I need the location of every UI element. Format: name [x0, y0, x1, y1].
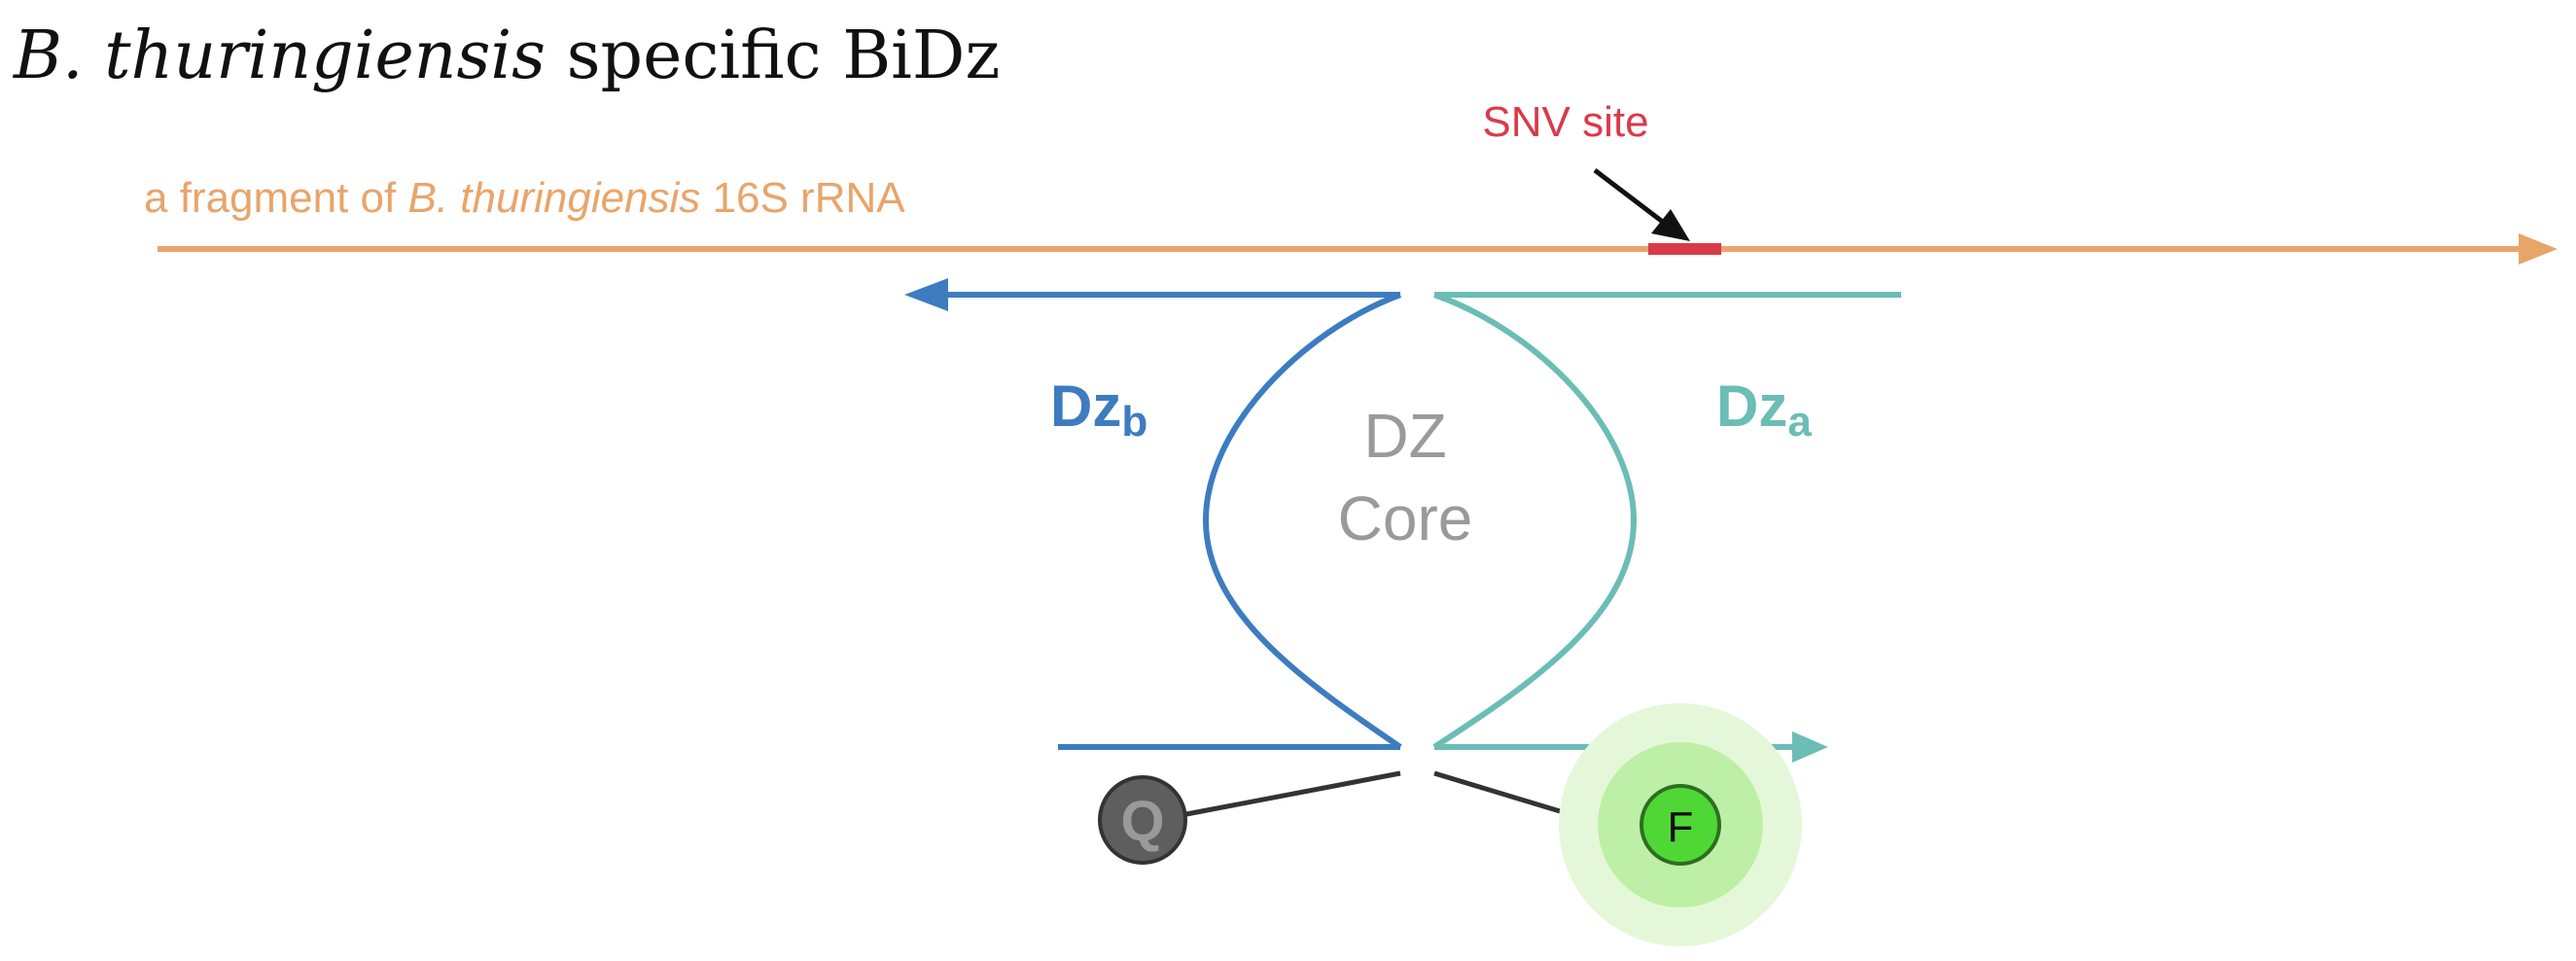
fluorophore-circle — [1640, 784, 1721, 866]
figure-title: B. thuringiensis specific BiDz — [12, 18, 1000, 94]
quencher-linker — [1181, 770, 1401, 818]
rna-label-suffix: 16S rRNA — [700, 174, 905, 222]
dz-b-arrowhead — [904, 278, 948, 311]
title-species: B. thuringiensis — [12, 18, 546, 94]
dz-a-core-curve — [1432, 292, 1638, 750]
title-rest: specific BiDz — [546, 18, 1000, 94]
snv-pointer-arrowhead — [1651, 209, 1690, 241]
rna-label: a fragment of B. thuringiensis 16S rRNA — [144, 174, 905, 222]
dz-b-core-curve — [1202, 292, 1402, 750]
dz-core-label-line2: Core — [1338, 483, 1473, 553]
rna-strand-arrowhead — [2519, 233, 2558, 265]
dz-a-label: Dza — [1716, 374, 1812, 445]
dz-b-label: Dzb — [1050, 374, 1147, 445]
snv-label: SNV site — [1482, 98, 1648, 146]
dz-a-arrowhead — [1792, 731, 1828, 763]
quencher-circle — [1098, 775, 1187, 865]
fluorophore-label: F — [1668, 803, 1694, 851]
quencher-label: Q — [1120, 790, 1164, 853]
rna-label-prefix: a fragment of — [144, 174, 407, 222]
rna-label-species: B. thuringiensis — [407, 174, 700, 222]
snv-pointer-line — [1593, 168, 1670, 228]
dz-core-label-line1: DZ — [1363, 401, 1446, 471]
